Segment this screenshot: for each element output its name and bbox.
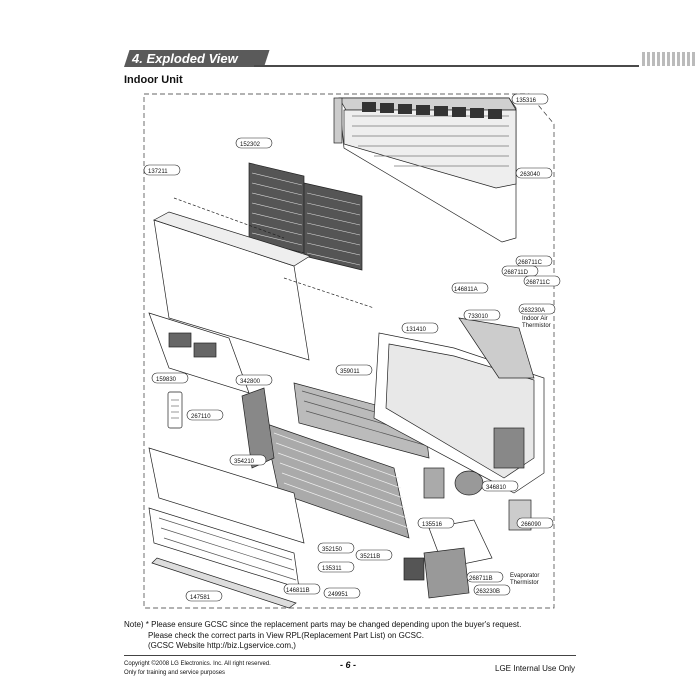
indoor-air-thermistor-label-1: Indoor Air xyxy=(522,316,548,322)
note-line-3: (GCSC Website http://biz.Lgservice.com,) xyxy=(148,641,296,650)
part-label-263230a: 263230A xyxy=(518,303,556,315)
svg-text:354210: 354210 xyxy=(234,459,255,465)
svg-text:263040: 263040 xyxy=(520,172,541,178)
svg-text:135316: 135316 xyxy=(516,98,537,104)
note-line-2: Please check the correct parts in View R… xyxy=(148,630,424,640)
svg-text:249951: 249951 xyxy=(328,592,349,598)
part-label-268711d: 268711D xyxy=(501,265,539,277)
svg-text:131410: 131410 xyxy=(406,327,427,333)
page-number: - 6 - xyxy=(340,660,357,670)
part-label-268711c-top: 268711C xyxy=(515,255,553,267)
svg-text:146811A: 146811A xyxy=(454,287,478,293)
evaporator-thermistor-label-1: Evaporator xyxy=(510,573,539,579)
part-label-342800: 342800 xyxy=(235,374,273,386)
part-label-147581: 147581 xyxy=(185,590,223,602)
note-line-1: Note) * Please ensure GCSC since the rep… xyxy=(124,620,522,629)
footer-rule xyxy=(124,655,576,656)
svg-text:268711C: 268711C xyxy=(526,280,551,286)
display-cover-drawing xyxy=(148,312,250,394)
svg-text:733010: 733010 xyxy=(468,314,489,320)
part-labels: 135316 152302 137211 263040 268711C 2687… xyxy=(143,93,561,602)
front-panel-drawing xyxy=(153,197,375,361)
svg-text:268711C: 268711C xyxy=(518,260,543,266)
svg-text:135516: 135516 xyxy=(422,522,443,528)
part-label-263230b: 263230B xyxy=(473,584,511,596)
footer-copyright: Copyright ©2008 LG Electronics. Inc. All… xyxy=(124,661,271,667)
footer-training-note: Only for training and service purposes xyxy=(124,670,226,676)
part-label-137211: 137211 xyxy=(143,164,181,176)
part-label-159830: 159830 xyxy=(151,372,189,384)
evaporator-thermistor-label-2: Thermistor xyxy=(510,580,539,586)
note-block: Note) * Please ensure GCSC since the rep… xyxy=(124,620,521,652)
section-header: 4. Exploded View xyxy=(124,50,697,67)
svg-text:346810: 346810 xyxy=(486,485,507,491)
svg-text:35211B: 35211B xyxy=(360,554,380,560)
svg-text:147581: 147581 xyxy=(190,595,211,601)
svg-text:267110: 267110 xyxy=(191,414,211,420)
discharge-louver-drawing xyxy=(148,447,305,609)
part-label-266090: 266090 xyxy=(516,517,554,529)
part-label-131410: 131410 xyxy=(401,322,439,334)
svg-text:352150: 352150 xyxy=(322,547,343,553)
svg-text:268711D: 268711D xyxy=(504,270,529,276)
exploded-view-diagram: 135316 152302 137211 263040 268711C 2687… xyxy=(143,93,561,609)
indoor-air-thermistor-label-2: Thermistor xyxy=(522,323,551,329)
evaporator-assembly-drawing xyxy=(241,382,430,539)
svg-text:135311: 135311 xyxy=(322,566,342,572)
svg-text:263230A: 263230A xyxy=(521,308,545,314)
part-label-267110: 267110 xyxy=(186,409,224,421)
part-label-263040: 263040 xyxy=(515,167,553,179)
part-label-135316: 135316 xyxy=(511,93,549,105)
motor-drawing xyxy=(423,467,484,499)
air-filters xyxy=(248,162,363,271)
part-label-268711c-mid: 268711C xyxy=(523,275,561,287)
svg-text:263230B: 263230B xyxy=(476,589,500,595)
part-label-733010: 733010 xyxy=(463,309,501,321)
part-label-346810: 346810 xyxy=(481,480,519,492)
part-label-152302: 152302 xyxy=(235,137,273,149)
chassis-grille xyxy=(362,102,502,119)
part-label-268711b: 268711B xyxy=(466,571,504,583)
svg-text:159830: 159830 xyxy=(156,377,177,383)
control-box-drawing xyxy=(403,499,532,599)
remote-control-drawing xyxy=(167,391,183,429)
back-frame-drawing xyxy=(373,317,545,494)
footer-internal-use: LGE Internal Use Only xyxy=(495,664,576,673)
header-stripes xyxy=(642,52,697,66)
svg-text:342800: 342800 xyxy=(240,379,261,385)
svg-text:359011: 359011 xyxy=(340,369,360,375)
svg-text:152302: 152302 xyxy=(240,142,261,148)
part-label-359011: 359011 xyxy=(335,364,373,376)
part-label-135311: 135311 xyxy=(317,561,355,573)
part-label-146811a: 146811A xyxy=(451,282,489,294)
svg-text:268711B: 268711B xyxy=(469,576,493,582)
part-label-146811b: 146811B xyxy=(283,583,321,595)
part-label-354210: 354210 xyxy=(229,454,267,466)
section-title: 4. Exploded View xyxy=(132,51,238,66)
part-label-35211b: 35211B xyxy=(355,549,393,561)
svg-text:266090: 266090 xyxy=(521,522,542,528)
part-label-135516: 135516 xyxy=(417,517,455,529)
part-label-249951: 249951 xyxy=(323,587,361,599)
section-subtitle: Indoor Unit xyxy=(124,74,183,86)
footer-copyright-block: Copyright ©2008 LG Electronics. Inc. All… xyxy=(124,660,271,678)
part-label-352150: 352150 xyxy=(317,542,355,554)
svg-text:137211: 137211 xyxy=(148,169,168,175)
svg-text:146811B: 146811B xyxy=(286,588,310,594)
diagram-boundary xyxy=(143,93,555,609)
header-rule xyxy=(254,65,639,67)
